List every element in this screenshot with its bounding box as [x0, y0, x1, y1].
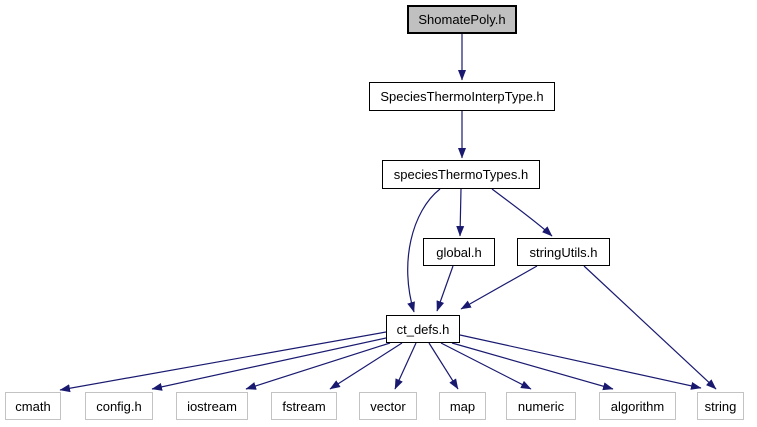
edge-stringutils-to-string — [583, 265, 717, 390]
node-config-h[interactable]: config.h — [85, 392, 153, 420]
node-vector[interactable]: vector — [359, 392, 417, 420]
edge-ctdefs-to-config — [151, 337, 387, 391]
edge-ctdefs-to-cmath — [59, 331, 387, 393]
edge-ctdefs-to-numeric — [440, 342, 532, 390]
edge-thermotypes-to-global — [456, 188, 465, 237]
node-shomatepoly-h: ShomatePoly.h — [407, 5, 517, 34]
node-ct-defs-h[interactable]: ct_defs.h — [386, 315, 460, 343]
node-cmath[interactable]: cmath — [5, 392, 61, 420]
node-global-h[interactable]: global.h — [423, 238, 495, 266]
edge-ctdefs-to-map — [428, 342, 459, 390]
edge-stringutils-to-ctdefs — [460, 265, 538, 310]
node-algorithm[interactable]: algorithm — [599, 392, 676, 420]
node-map[interactable]: map — [439, 392, 486, 420]
edge-ctdefs-to-algorithm — [451, 342, 614, 391]
node-iostream[interactable]: iostream — [176, 392, 248, 420]
edge-thermotypes-to-ctdefs — [407, 188, 441, 313]
edge-ctdefs-to-iostream — [245, 342, 391, 390]
node-speciesthermointerptype-h[interactable]: SpeciesThermoInterpType.h — [369, 82, 555, 111]
edge-global-to-ctdefs — [436, 265, 454, 312]
edge-ctdefs-to-vector — [394, 342, 417, 390]
edge-ctdefs-to-string — [459, 334, 702, 390]
edge-thermotypes-to-stringutils — [491, 188, 553, 237]
node-fstream[interactable]: fstream — [271, 392, 337, 420]
node-numeric[interactable]: numeric — [506, 392, 576, 420]
node-stringutils-h[interactable]: stringUtils.h — [517, 238, 610, 266]
edge-ctdefs-to-fstream — [329, 342, 403, 390]
node-string[interactable]: string — [697, 392, 744, 420]
node-speciesthermotypes-h[interactable]: speciesThermoTypes.h — [382, 160, 540, 189]
